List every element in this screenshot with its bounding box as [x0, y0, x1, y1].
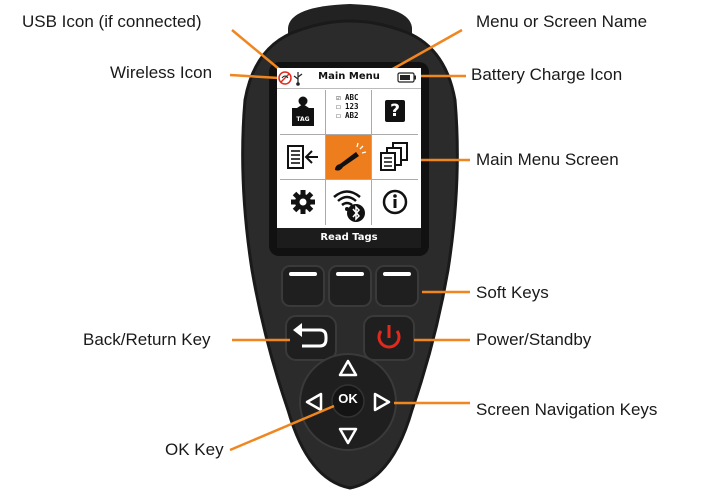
- tag-icon: [292, 96, 314, 126]
- label-back-return-key: Back/Return Key: [83, 330, 211, 349]
- checklist-line-3: ☐ AB2: [336, 111, 359, 120]
- documents-icon: [380, 142, 408, 171]
- transfer-icon: [287, 145, 318, 169]
- menu-grid: TAG ☑ ABC ☐ 123 ☐ AB2 ?: [280, 90, 418, 225]
- softkey-label-bar: Read Tags: [277, 228, 421, 248]
- label-navigation-keys: Screen Navigation Keys: [476, 400, 658, 419]
- status-bar: Main Menu: [277, 68, 421, 89]
- wand-icon: [335, 142, 367, 171]
- menu-item-info[interactable]: [372, 180, 418, 225]
- main-menu-screen: Main Menu TAG ☑ ABC ☐ 123 ☐ AB2: [277, 68, 421, 248]
- info-icon: [382, 189, 408, 215]
- menu-item-help[interactable]: ?: [372, 90, 418, 135]
- checklist-line-2: ☐ 123: [336, 102, 359, 111]
- leader-usb: [231, 29, 286, 75]
- menu-item-settings[interactable]: [280, 180, 326, 225]
- help-glyph: ?: [390, 101, 400, 121]
- softkey-label: Read Tags: [320, 232, 378, 243]
- label-menu-name: Menu or Screen Name: [476, 12, 648, 31]
- menu-item-tag[interactable]: TAG: [280, 90, 326, 135]
- leader-wireless: [229, 73, 280, 80]
- back-arrow-icon: [300, 328, 328, 348]
- soft-keys-group: [281, 265, 419, 307]
- leader-lines: [229, 28, 470, 452]
- power-icon: [377, 325, 401, 349]
- left-arrow-icon: [305, 392, 323, 412]
- leader-menu-name: [381, 28, 463, 77]
- label-main-menu-screen: Main Menu Screen: [476, 150, 619, 169]
- menu-item-wireless[interactable]: [326, 180, 372, 225]
- menu-item-documents[interactable]: [372, 135, 418, 180]
- wireless-icon: [278, 71, 292, 85]
- label-wireless-icon: Wireless Icon: [110, 63, 213, 82]
- ok-key-label: OK: [338, 391, 358, 406]
- label-battery-icon: Battery Charge Icon: [471, 65, 623, 84]
- checklist-icon: ☑ ABC ☐ 123 ☐ AB2: [336, 93, 359, 120]
- up-arrow-icon: [338, 359, 358, 377]
- leader-ok: [229, 404, 335, 452]
- screen-title: Main Menu: [318, 71, 380, 82]
- wifi-bluetooth-icon: [333, 190, 365, 222]
- checklist-line-1: ☑ ABC: [336, 93, 359, 102]
- tag-icon-label: TAG: [296, 116, 310, 123]
- label-power-standby: Power/Standby: [476, 330, 592, 349]
- menu-item-transfer[interactable]: [280, 135, 326, 180]
- ok-key[interactable]: [331, 384, 365, 418]
- usb-icon: [293, 72, 303, 86]
- battery-icon: [397, 72, 416, 83]
- menu-item-read-tags-selected[interactable]: [326, 135, 372, 180]
- right-arrow-icon: [373, 392, 391, 412]
- label-usb-icon: USB Icon (if connected): [22, 12, 202, 31]
- down-arrow-icon: [338, 427, 358, 445]
- help-icon: [385, 100, 405, 122]
- label-ok-key: OK Key: [165, 440, 224, 459]
- settings-icon: [291, 190, 315, 214]
- back-return-key[interactable]: [285, 315, 337, 361]
- menu-item-checklist[interactable]: ☑ ABC ☐ 123 ☐ AB2: [326, 90, 372, 135]
- label-soft-keys: Soft Keys: [476, 283, 549, 302]
